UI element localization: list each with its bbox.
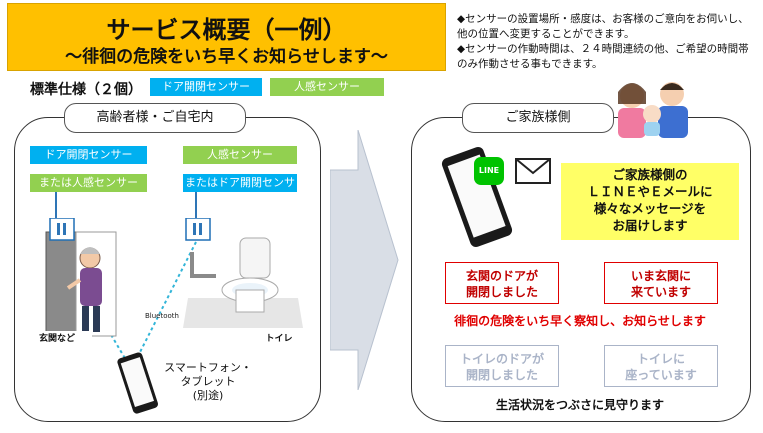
title-banner: サービス概要（一例） ～徘徊の危険をいち早くお知らせします～ bbox=[7, 3, 446, 71]
human-alt-tag: またはドア開閉センサー bbox=[183, 174, 297, 207]
door-sensor-tag: ドア開閉センサー bbox=[30, 146, 147, 164]
family-message-line2: ＬＩＮＥやＥメールに bbox=[587, 184, 713, 199]
entrance-label: 玄関など bbox=[22, 331, 92, 347]
msg-entrance-door-line1: 玄関のドアが bbox=[465, 269, 538, 283]
bluetooth-label: Bluetooth bbox=[145, 312, 179, 320]
toilet-illustration bbox=[183, 217, 303, 328]
family-message-line3: 様々なメッセージを bbox=[593, 201, 707, 216]
smartphone-icon bbox=[113, 350, 163, 418]
phone-label-line2: タブレット bbox=[180, 375, 236, 388]
bottom-caption: 生活状況をつぶさに見守ります bbox=[495, 398, 664, 412]
bluetooth-line-toilet bbox=[135, 241, 197, 361]
std-tag-door-sensor: ドア開閉センサー bbox=[150, 78, 262, 96]
line-app-icon: LINE bbox=[474, 157, 504, 185]
family-message-box: ご家族様側の ＬＩＮＥやＥメールに 様々なメッセージを お届けします bbox=[561, 163, 739, 240]
msg-toilet-door-line2: 開閉しました bbox=[465, 368, 538, 382]
phone-label-line1: スマートフォン・ bbox=[164, 361, 252, 374]
red-caption: 徘徊の危険をいち早く察知し、お知らせします bbox=[454, 314, 706, 328]
human-sensor-tag: 人感センサー bbox=[183, 146, 297, 164]
notes: ◆センサーの設置場所・感度は、お客様のご意向をお伺いし、他の位置へ変更することが… bbox=[457, 12, 757, 72]
entrance-scene bbox=[40, 217, 120, 340]
page-subtitle: ～徘徊の危険をいち早くお知らせします～ bbox=[65, 47, 388, 67]
msg-on-toilet-line1: トイレに bbox=[636, 352, 685, 366]
msg-at-entrance-line2: 来ています bbox=[630, 285, 691, 299]
note-time: ◆センサーの作動時間は、２４時間連続の他、ご希望の時間帯のみ作動させる事もできま… bbox=[457, 43, 749, 70]
toilet-label: トイレ bbox=[250, 331, 308, 347]
msg-at-entrance-line1: いま玄関に bbox=[630, 269, 691, 283]
family-message-line1: ご家族様側の bbox=[612, 167, 688, 182]
home-panel-title: 高齢者様・ご自宅内 bbox=[64, 103, 246, 133]
standard-spec-label: 標準仕様（２個） bbox=[30, 82, 142, 98]
msg-toilet-door-line1: トイレのドアが bbox=[459, 352, 544, 366]
phone-label-line3: (別途) bbox=[192, 389, 224, 402]
family-message-line4: お届けします bbox=[612, 218, 688, 233]
std-tag-human-sensor: 人感センサー bbox=[270, 78, 384, 96]
mail-icon bbox=[515, 158, 551, 184]
door-alt-tag: または人感センサー bbox=[30, 174, 147, 192]
page-title: サービス概要（一例） bbox=[106, 16, 347, 44]
msg-toilet-door: トイレのドアが 開閉しました bbox=[445, 345, 559, 387]
msg-entrance-door: 玄関のドアが 開閉しました bbox=[445, 262, 559, 304]
smartphone-label: スマートフォン・ タブレット (別途) bbox=[158, 361, 258, 403]
msg-entrance-door-line2: 開閉しました bbox=[465, 285, 538, 299]
msg-at-entrance: いま玄関に 来ています bbox=[604, 262, 718, 304]
msg-on-toilet: トイレに 座っています bbox=[604, 345, 718, 387]
flow-arrow bbox=[330, 130, 399, 390]
toilet-scene bbox=[178, 217, 308, 330]
family-smartphone-icon bbox=[430, 142, 525, 252]
msg-on-toilet-line2: 座っています bbox=[625, 368, 697, 382]
note-location: ◆センサーの設置場所・感度は、お客様のご意向をお伺いし、他の位置へ変更することが… bbox=[457, 13, 749, 40]
family-panel-title: ご家族様側 bbox=[462, 103, 614, 133]
family-illustration bbox=[608, 74, 698, 138]
entrance-illustration bbox=[45, 217, 117, 337]
